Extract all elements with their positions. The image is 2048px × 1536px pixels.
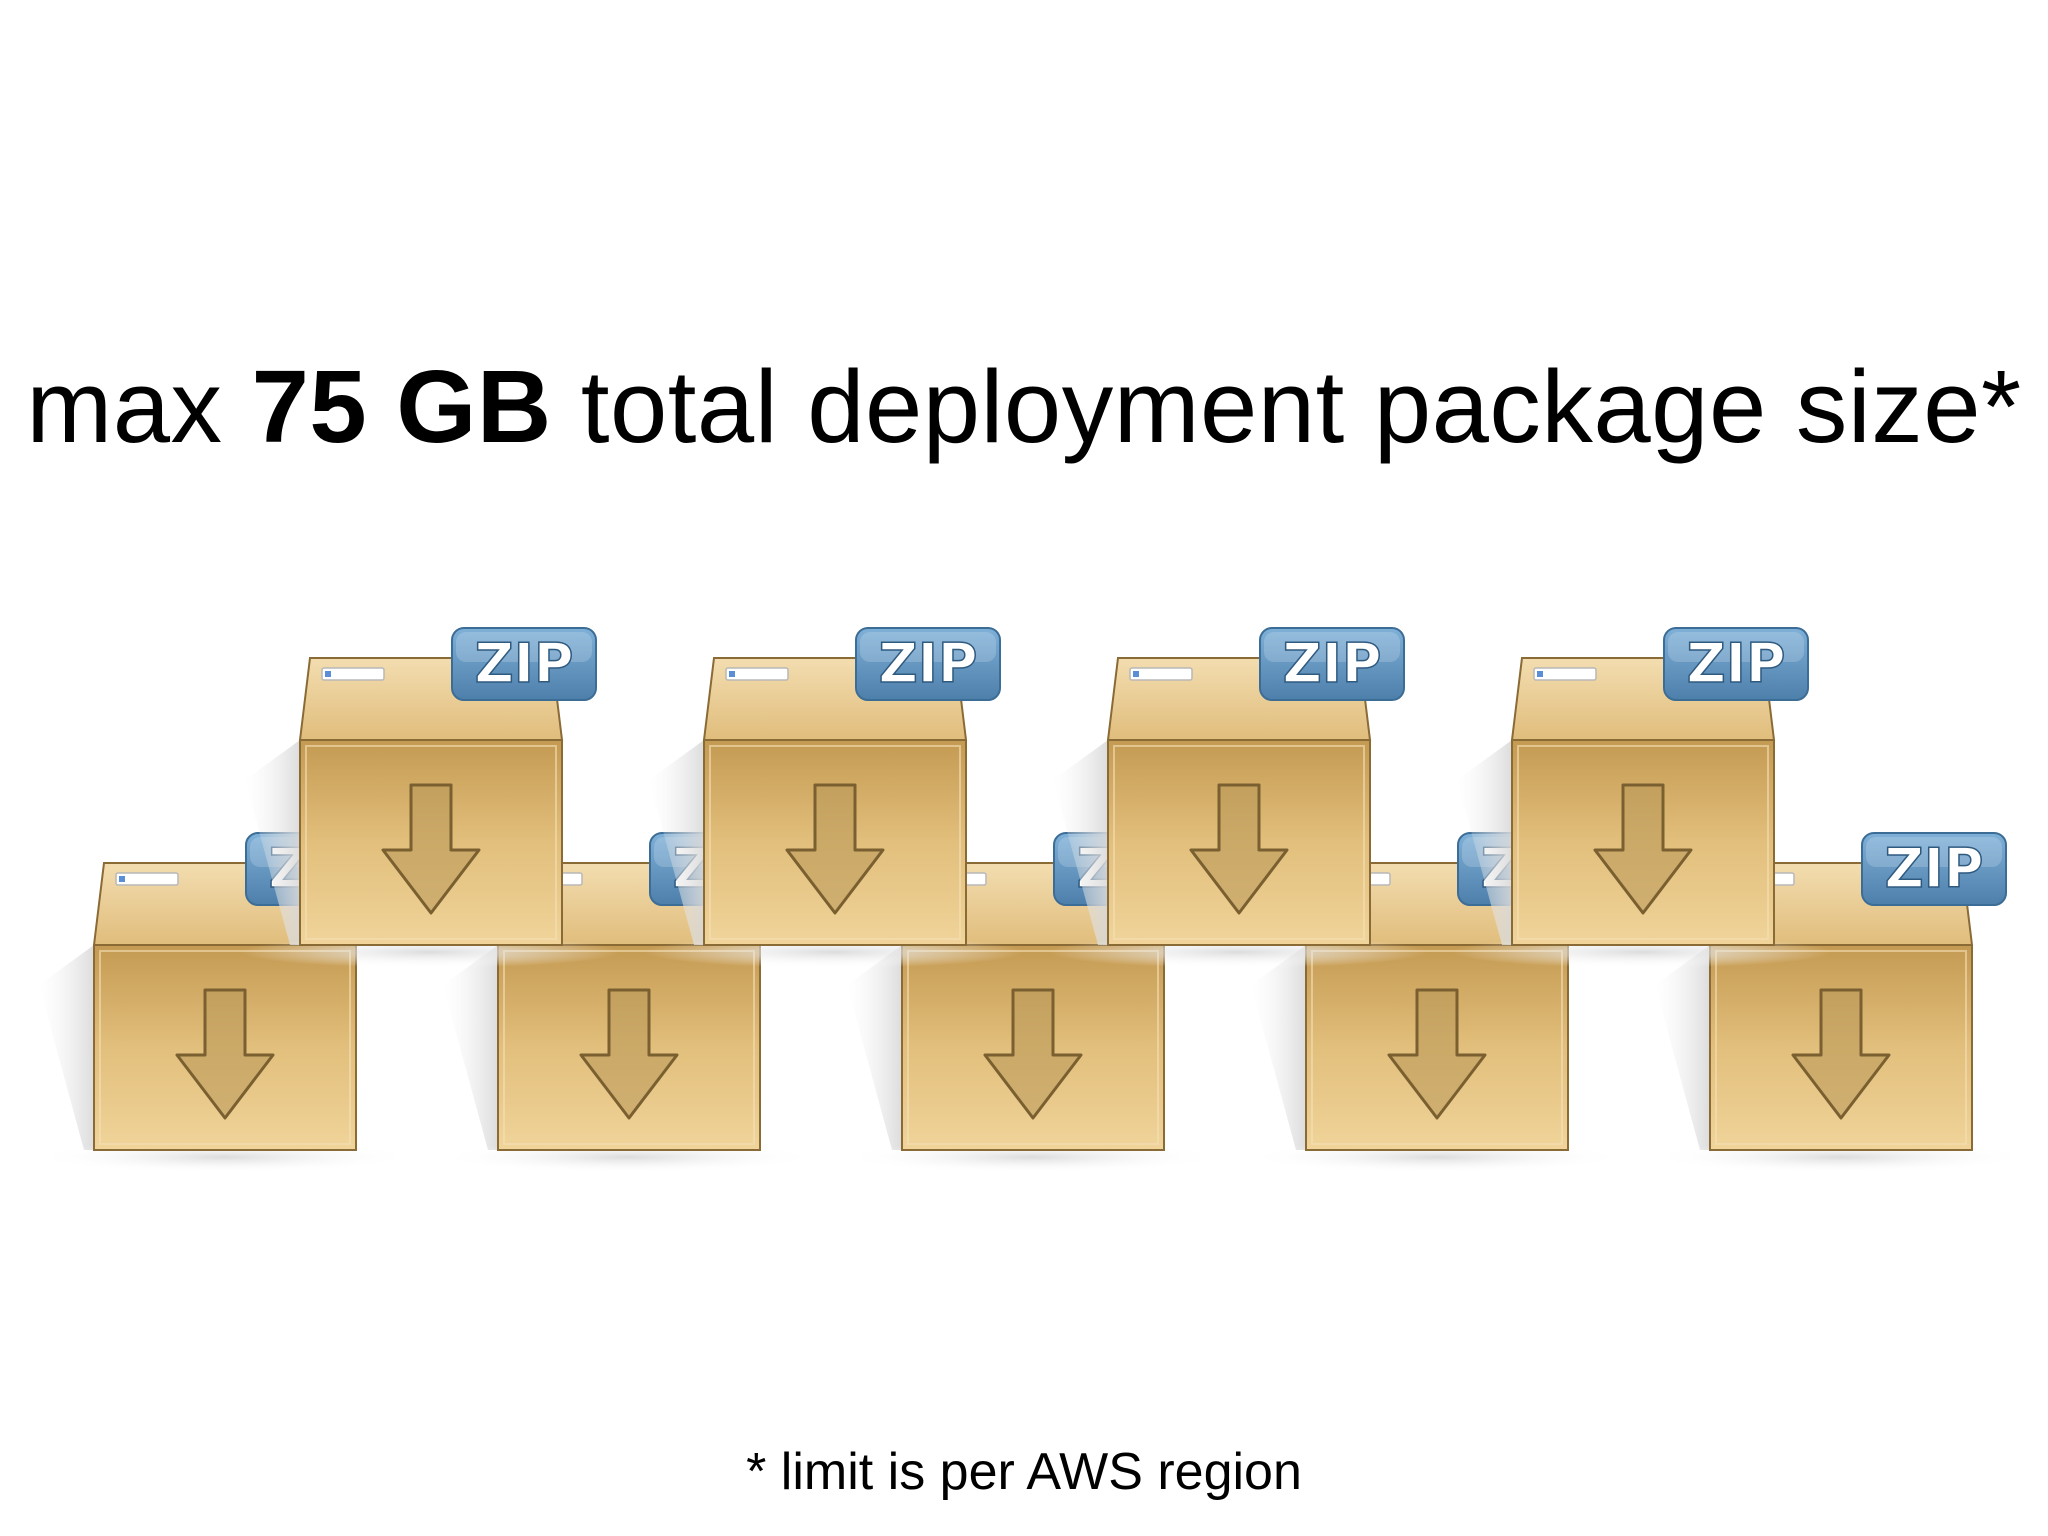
svg-text:ZIP: ZIP xyxy=(1283,632,1382,695)
package-box-top-2: ZIP xyxy=(644,627,1024,968)
svg-text:ZIP: ZIP xyxy=(475,632,574,695)
package-box-bottom-5: ZIP xyxy=(1650,832,2030,1173)
svg-text:ZIP: ZIP xyxy=(879,632,978,695)
headline-suffix: total deployment package size* xyxy=(551,349,2022,464)
zip-badge-icon: ZIP xyxy=(855,627,1001,701)
headline-size-value: 75 GB xyxy=(251,349,552,464)
package-box-top-1: ZIP xyxy=(240,627,620,968)
zip-badge-icon: ZIP xyxy=(1861,832,2007,906)
svg-text:ZIP: ZIP xyxy=(1687,632,1786,695)
zip-badge-icon: ZIP xyxy=(451,627,597,701)
footnote: * limit is per AWS region xyxy=(746,1443,1302,1501)
zip-badge-icon: ZIP xyxy=(1663,627,1809,701)
headline: max 75 GB total deployment package size* xyxy=(0,342,2048,472)
svg-text:ZIP: ZIP xyxy=(1885,837,1984,900)
package-box-top-4: ZIP xyxy=(1452,627,1832,968)
package-box-top-3: ZIP xyxy=(1048,627,1428,968)
headline-prefix: max xyxy=(26,349,252,464)
zip-badge-icon: ZIP xyxy=(1259,627,1405,701)
